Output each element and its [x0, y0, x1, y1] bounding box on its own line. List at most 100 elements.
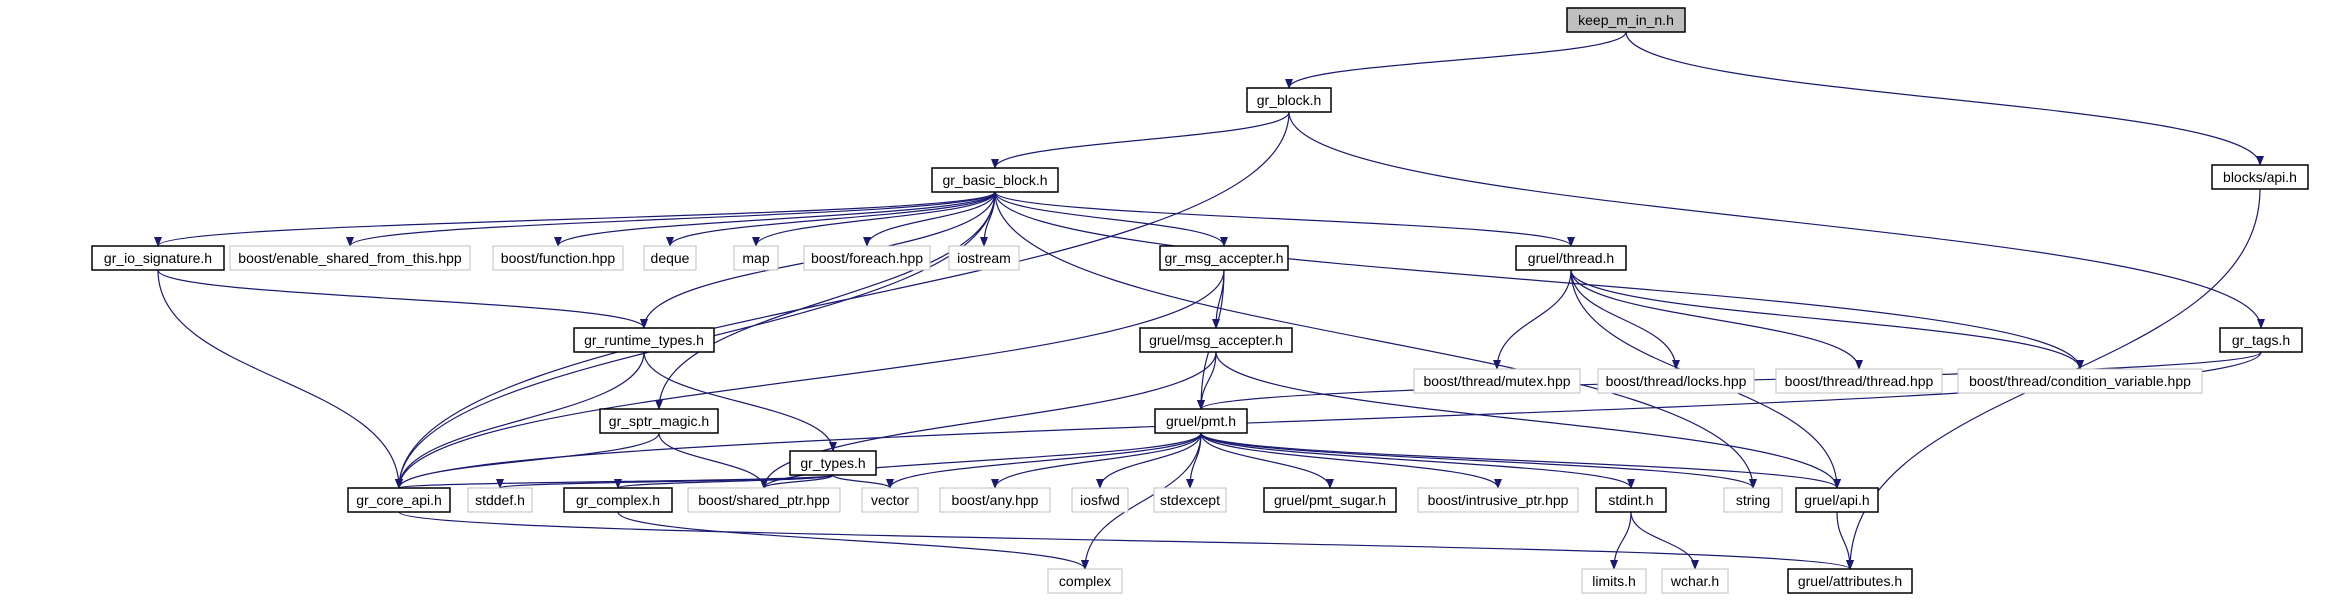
- node-boost-intrusive-ptr-hpp: boost/intrusive_ptr.hpp: [1417, 487, 1579, 513]
- node-box: [1595, 487, 1667, 513]
- node-gr-io-signature-h[interactable]: gr_io_signature.h: [91, 245, 225, 271]
- node-box: [1413, 368, 1581, 394]
- node-box: [599, 408, 719, 434]
- node-label: gr_core_api.h: [356, 492, 442, 508]
- edge-gruel-api-to-attributes: [1836, 511, 1854, 570]
- node-gruel-attributes-h[interactable]: gruel/attributes.h: [1787, 568, 1913, 594]
- node-gruel-pmt-h[interactable]: gruel/pmt.h: [1154, 408, 1248, 434]
- edge-gruel-pmt-to-vector: [886, 432, 1202, 489]
- edge-gr-block-to-gr-tags: [1288, 111, 2265, 329]
- node-gr-msg-accepter-h[interactable]: gr_msg_accepter.h: [1159, 245, 1289, 271]
- edge-gr-basic-block-to-gruel-thread: [994, 191, 1575, 247]
- edge-gruel-pmt-to-gruel-api: [1200, 432, 1841, 489]
- node-keep-m-in-n-h[interactable]: keep_m_in_n.h: [1566, 7, 1686, 33]
- node-label: boost/intrusive_ptr.hpp: [1428, 492, 1569, 508]
- node-box: [492, 245, 624, 271]
- node-limits-h: limits.h: [1581, 568, 1647, 594]
- node-label: gruel/pmt.h: [1166, 413, 1236, 429]
- node-box: [2211, 164, 2309, 190]
- node-label: stdint.h: [1608, 492, 1653, 508]
- node-box: [1154, 408, 1248, 434]
- node-label: boost/any.hpp: [952, 492, 1039, 508]
- node-gr-block-h[interactable]: gr_block.h: [1246, 87, 1332, 113]
- node-box: [733, 245, 779, 271]
- node-box: [563, 487, 673, 513]
- node-label: boost/thread/locks.hpp: [1606, 373, 1747, 389]
- node-gr-sptr-magic-h[interactable]: gr_sptr_magic.h: [599, 408, 719, 434]
- node-blocks-api-h[interactable]: blocks/api.h: [2211, 164, 2309, 190]
- edge-gruel-pmt-to-stdint: [1200, 432, 1635, 489]
- node-box: [467, 487, 533, 513]
- edge-gr-io-signature-to-gr-core-api: [157, 269, 403, 489]
- node-gruel-pmt-sugar-h[interactable]: gruel/pmt_sugar.h: [1263, 487, 1397, 513]
- node-box: [229, 245, 471, 271]
- edge-gruel-thread-to-condvar: [1570, 269, 2084, 370]
- edge-gr-types-to-vector: [832, 474, 894, 489]
- node-stddef-h: stddef.h: [467, 487, 533, 513]
- node-stdint-h[interactable]: stdint.h: [1595, 487, 1667, 513]
- node-label: iostream: [957, 250, 1011, 266]
- node-box: [1581, 568, 1647, 594]
- edge-gr-types-to-gr-complex: [614, 474, 834, 489]
- node-label: boost/thread/condition_variable.hpp: [1969, 373, 2191, 389]
- edge-gr-basic-block-to-gr-io-signature: [154, 191, 996, 247]
- edge-gruel-pmt-to-complex: [1081, 432, 1202, 570]
- node-box: [948, 245, 1020, 271]
- node-box: [1957, 368, 2203, 394]
- edge-gr-basic-block-to-condvar: [994, 191, 2084, 370]
- node-box: [347, 487, 451, 513]
- node-map: map: [733, 245, 779, 271]
- node-box: [643, 245, 697, 271]
- edge-gruel-pmt-to-shared-ptr: [760, 432, 1202, 489]
- node-box: [1515, 245, 1627, 271]
- node-label: gr_block.h: [1257, 92, 1322, 108]
- edge-gr-types-to-stddef: [496, 474, 834, 489]
- edge-gruel-thread-to-mutex: [1493, 269, 1572, 370]
- node-gr-runtime-types-h[interactable]: gr_runtime_types.h: [573, 327, 715, 353]
- node-boost-thread-mutex-hpp: boost/thread/mutex.hpp: [1413, 368, 1581, 394]
- edge-gruel-pmt-to-pmt-sugar: [1200, 432, 1334, 489]
- node-boost-enable-shared-from-this-hpp: boost/enable_shared_from_this.hpp: [229, 245, 471, 271]
- node-label: boost/shared_ptr.hpp: [698, 492, 830, 508]
- node-gr-types-h[interactable]: gr_types.h: [789, 450, 877, 476]
- node-gruel-msg-accepter-h[interactable]: gruel/msg_accepter.h: [1139, 327, 1293, 353]
- node-gr-basic-block-h[interactable]: gr_basic_block.h: [931, 167, 1059, 193]
- edge-gruel-msg-accepter-to-gruel-api: [1215, 351, 1841, 489]
- node-box: [1417, 487, 1579, 513]
- node-label: boost/enable_shared_from_this.hpp: [238, 250, 462, 266]
- edge-gr-runtime-types-to-gr-core-api: [395, 351, 645, 489]
- node-box: [789, 450, 877, 476]
- node-box: [1047, 568, 1123, 594]
- edge-gr-basic-block-to-deque: [666, 191, 996, 247]
- node-box: [573, 327, 715, 353]
- node-label: stdexcept: [1160, 492, 1220, 508]
- node-gr-core-api-h[interactable]: gr_core_api.h: [347, 487, 451, 513]
- node-label: gr_basic_block.h: [942, 172, 1047, 188]
- edge-gr-core-api-to-attributes: [398, 511, 1854, 570]
- node-label: gr_io_signature.h: [104, 250, 212, 266]
- node-box: [803, 245, 931, 271]
- node-gr-complex-h[interactable]: gr_complex.h: [563, 487, 673, 513]
- node-box: [1153, 487, 1227, 513]
- node-box: [939, 487, 1051, 513]
- edge-gr-msg-accepter-to-gr-core-api: [395, 269, 1225, 489]
- node-boost-function-hpp: boost/function.hpp: [492, 245, 624, 271]
- edge-gr-io-signature-to-gr-runtime-types: [157, 269, 648, 329]
- node-label: gruel/thread.h: [1528, 250, 1614, 266]
- node-gruel-thread-h[interactable]: gruel/thread.h: [1515, 245, 1627, 271]
- node-box: [1159, 245, 1289, 271]
- edge-gruel-pmt-to-iosfwd: [1096, 432, 1202, 489]
- node-stdexcept: stdexcept: [1153, 487, 1227, 513]
- node-label: boost/thread/mutex.hpp: [1423, 373, 1570, 389]
- node-gr-tags-h[interactable]: gr_tags.h: [2219, 327, 2303, 353]
- node-gruel-api-h[interactable]: gruel/api.h: [1795, 487, 1879, 513]
- node-box: [687, 487, 841, 513]
- node-boost-thread-thread-hpp: boost/thread/thread.hpp: [1775, 368, 1943, 394]
- node-label: vector: [871, 492, 909, 508]
- edge-keep-m-in-n-to-gr-block: [1285, 31, 1627, 89]
- node-box: [1723, 487, 1783, 513]
- node-deque: deque: [643, 245, 697, 271]
- node-label: stddef.h: [475, 492, 525, 508]
- edge-gruel-pmt-to-stdexcept: [1186, 432, 1202, 489]
